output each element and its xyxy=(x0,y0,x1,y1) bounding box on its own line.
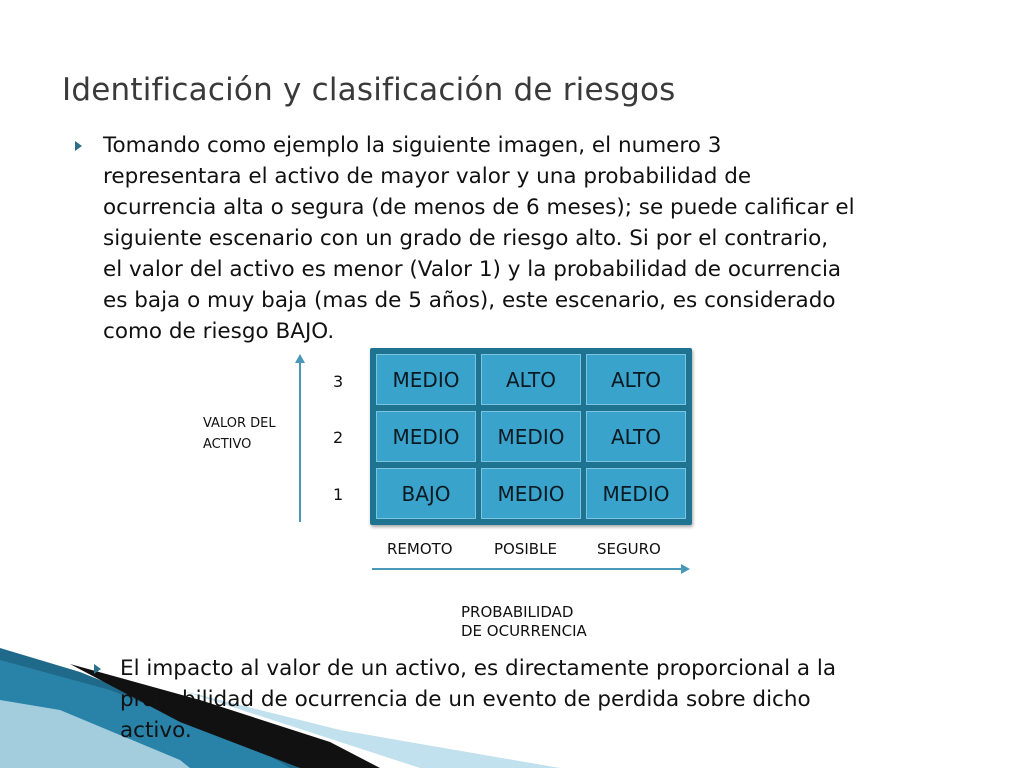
bullet-line: probabilidad de ocurrencia de un evento … xyxy=(120,687,811,712)
y-axis-label-line: ACTIVO xyxy=(203,437,252,452)
bullet-line: ocurrencia alta o segura (de menos de 6 … xyxy=(103,195,855,220)
matrix-cell: MEDIO xyxy=(376,411,476,462)
col-label-posible: POSIBLE xyxy=(494,540,557,558)
y-axis-label: VALOR DEL ACTIVO xyxy=(203,413,276,455)
bullet-line: representara el activo de mayor valor y … xyxy=(103,164,752,189)
y-axis-label-line: VALOR DEL xyxy=(203,416,276,431)
bullet-line: siguiente escenario con un grado de ries… xyxy=(103,226,829,251)
x-axis-label-line: PROBABILIDAD xyxy=(461,603,574,621)
matrix-cell: ALTO xyxy=(586,411,686,462)
bullet-arrow-icon xyxy=(94,664,101,674)
x-axis-arrow xyxy=(372,564,690,574)
slide-title: Identificación y clasificación de riesgo… xyxy=(62,72,676,108)
row-label-3: 3 xyxy=(333,372,344,391)
bullet-line: activo. xyxy=(120,718,192,743)
bullet-line: como de riesgo BAJO. xyxy=(103,319,335,344)
col-label-seguro: SEGURO xyxy=(597,540,661,558)
bullet-line: El impacto al valor de un activo, es dir… xyxy=(120,656,837,681)
bullet-paragraph-2: El impacto al valor de un activo, es dir… xyxy=(94,653,837,746)
bullet-line: Tomando como ejemplo la siguiente imagen… xyxy=(103,133,722,158)
y-axis-arrow xyxy=(295,354,305,522)
matrix-cell: ALTO xyxy=(481,354,581,405)
row-label-1: 1 xyxy=(333,485,344,504)
matrix-cell: MEDIO xyxy=(481,468,581,519)
matrix-cell: MEDIO xyxy=(481,411,581,462)
matrix-cell: MEDIO xyxy=(586,468,686,519)
bullet-paragraph-1: Tomando como ejemplo la siguiente imagen… xyxy=(75,130,855,347)
matrix-cell: BAJO xyxy=(376,468,476,519)
x-axis-label: PROBABILIDAD DE OCURRENCIA xyxy=(461,603,587,641)
bullet-arrow-icon xyxy=(75,141,82,151)
bullet-line: es baja o muy baja (mas de 5 años), este… xyxy=(103,288,836,313)
row-label-2: 2 xyxy=(333,428,344,447)
matrix-cell: MEDIO xyxy=(376,354,476,405)
matrix-cell: ALTO xyxy=(586,354,686,405)
col-label-remoto: REMOTO xyxy=(387,540,453,558)
risk-matrix: MEDIO ALTO ALTO MEDIO MEDIO ALTO BAJO ME… xyxy=(370,348,692,525)
bullet-line: el valor del activo es menor (Valor 1) y… xyxy=(103,257,842,282)
x-axis-label-line: DE OCURRENCIA xyxy=(461,622,587,640)
